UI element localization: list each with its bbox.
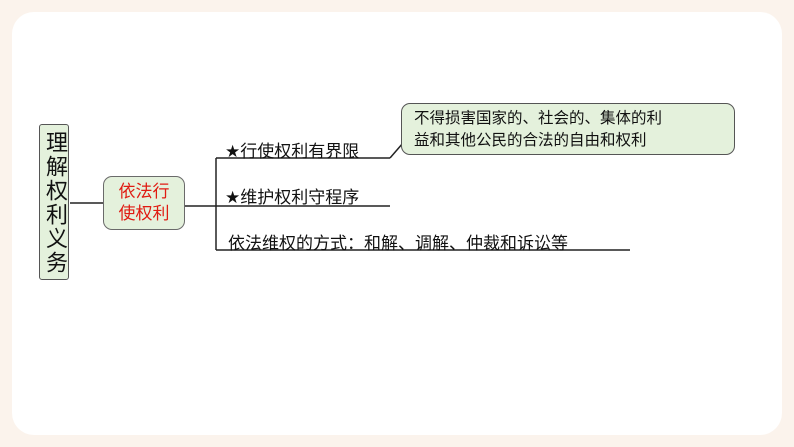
branch-label-2: ★维护权利守程序 <box>225 188 360 208</box>
topic-node: 依法行 使权利 <box>103 176 185 230</box>
branch-label-3: 依法维权的方式：和解、调解、仲裁和诉讼等 <box>228 234 568 254</box>
branch-label-1: ★行使权利有界限 <box>225 142 360 162</box>
topic-label-line-1: 依法行 <box>118 182 170 202</box>
note-line-1: 不得损害国家的、社会的、集体的利 <box>414 109 663 127</box>
note-node: 不得损害国家的、社会的、集体的利 益和其他公民的合法的自由和权利 <box>401 103 735 155</box>
root-node: 理解权利义务 <box>39 124 69 280</box>
root-label: 理解权利义务 <box>42 131 67 275</box>
topic-label-line-2: 使权利 <box>118 204 170 224</box>
note-line-2: 益和其他公民的合法的自由和权利 <box>414 131 647 149</box>
connector-to-note <box>389 142 404 159</box>
